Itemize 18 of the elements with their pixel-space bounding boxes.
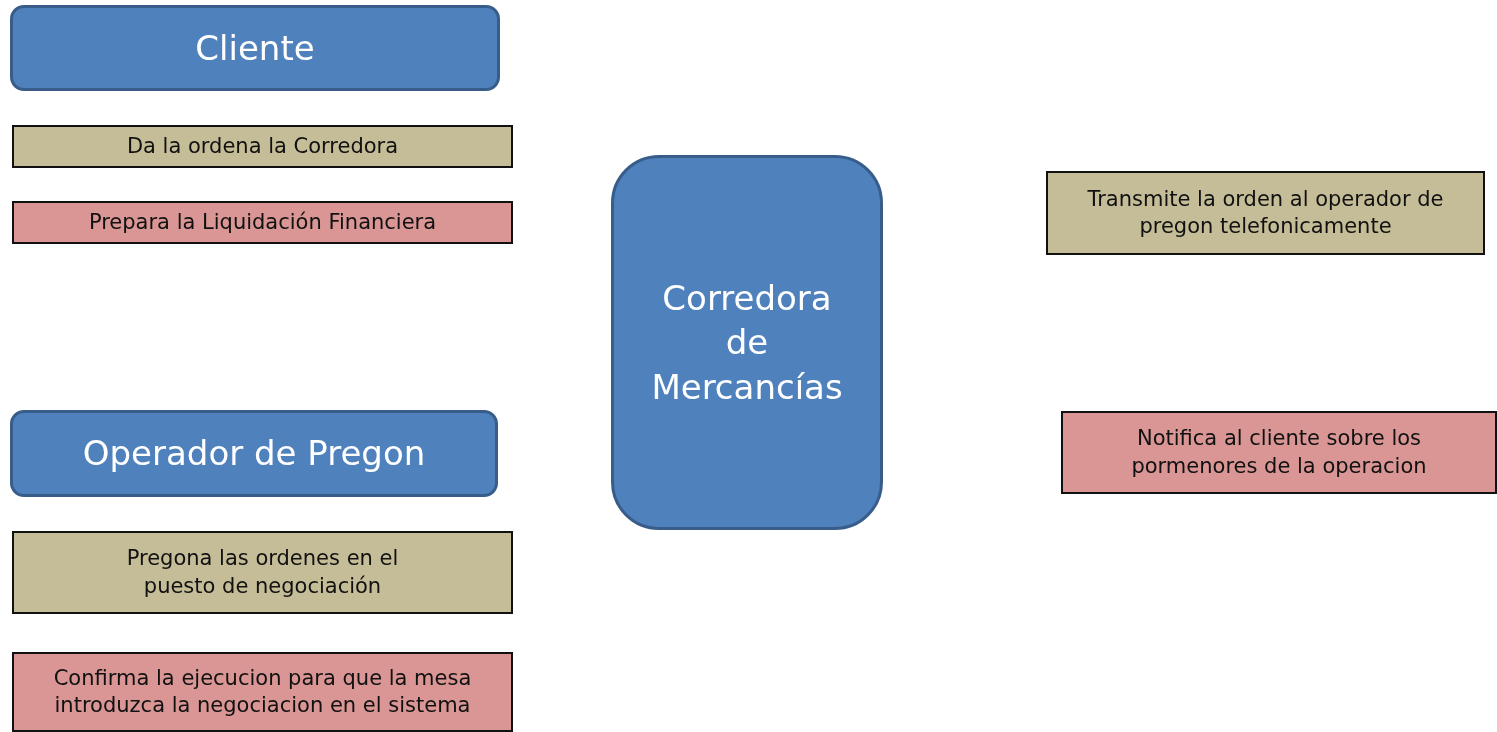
step-box [12,201,513,244]
actor-box [611,155,883,530]
step-text: Prepara la Liquidación Financiera [88,208,437,236]
step-text: Pregona las ordenes en el puesto de negociación [125,545,400,600]
actor-box [10,5,500,91]
step-box [1061,411,1497,494]
step-box [1046,171,1485,255]
step-text: Corredora de Mercancías [650,277,844,409]
step-text: Cliente [195,26,315,70]
step-text: Confirma la ejecucion para que la mesa introduzca la negociacion en el sistema [52,664,473,719]
step-text: Transmite la orden al operador de pregon telefonicamente [1086,185,1445,240]
actor-box [10,410,498,497]
step-box [12,531,513,614]
step-text: Da la ordena la Corredora [126,132,399,160]
step-box [12,125,513,168]
step-text: Notifica al cliente sobre los pormenores de la operacion [1130,425,1428,480]
step-box [12,652,513,732]
step-text: Operador de Pregon [82,432,426,476]
